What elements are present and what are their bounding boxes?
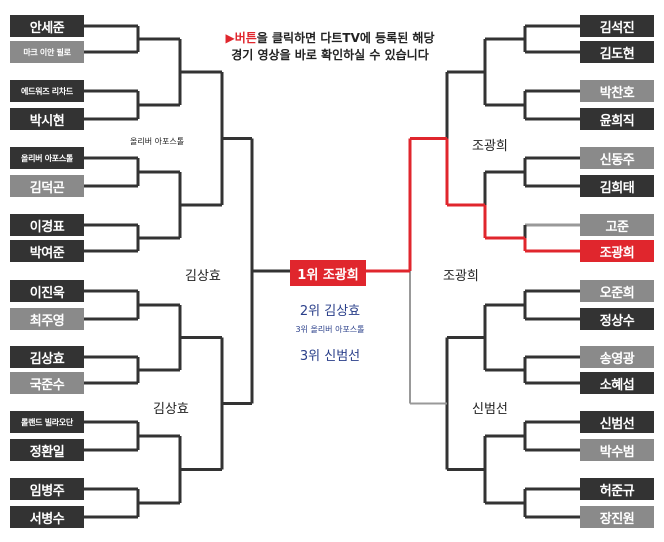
third-place-a: 3위 올리버 아포스톨 bbox=[295, 325, 365, 334]
player-right-15[interactable]: 허준규 bbox=[580, 478, 654, 500]
player-right-8[interactable]: 조광희 bbox=[580, 240, 654, 262]
player-right-3[interactable]: 박찬호 bbox=[580, 80, 654, 102]
player-right-9[interactable]: 오준희 bbox=[580, 280, 654, 302]
player-left-10[interactable]: 최주영 bbox=[10, 308, 84, 330]
player-right-2[interactable]: 김도현 bbox=[580, 41, 654, 63]
play-arrow-icon: ▶ bbox=[225, 31, 235, 45]
second-place: 2위 김상효 bbox=[299, 304, 361, 319]
right-qf-bottom-winner: 신범선 bbox=[472, 402, 508, 417]
player-right-11[interactable]: 송영광 bbox=[580, 346, 654, 368]
player-right-12[interactable]: 소혜섭 bbox=[580, 372, 654, 394]
player-right-10[interactable]: 정상수 bbox=[580, 308, 654, 330]
left-semi-top-winner: 김상효 bbox=[185, 269, 221, 284]
right-qf-top-winner: 조광희 bbox=[472, 139, 508, 154]
player-left-15[interactable]: 임병주 bbox=[10, 478, 84, 500]
player-left-7[interactable]: 이경표 bbox=[10, 214, 84, 236]
player-right-13[interactable]: 신범선 bbox=[580, 411, 654, 433]
player-left-2[interactable]: 마크 이안 필로 bbox=[10, 41, 84, 63]
player-left-16[interactable]: 서병수 bbox=[10, 506, 84, 528]
left-qf-top-winner: 올리버 아포스톨 bbox=[130, 137, 185, 146]
player-left-9[interactable]: 이진욱 bbox=[10, 280, 84, 302]
notice-button-word: 버튼 bbox=[234, 31, 257, 45]
third-place-b: 3위 신범선 bbox=[299, 349, 361, 364]
player-right-14[interactable]: 박수범 bbox=[580, 439, 654, 461]
player-left-12[interactable]: 국준수 bbox=[10, 372, 84, 394]
player-left-14[interactable]: 정환일 bbox=[10, 439, 84, 461]
player-right-5[interactable]: 신동주 bbox=[580, 147, 654, 169]
player-right-16[interactable]: 장진원 bbox=[580, 506, 654, 528]
player-left-8[interactable]: 박여준 bbox=[10, 240, 84, 262]
notice-line-1-text: 을 클릭하면 다트TV에 등록된 해당 bbox=[256, 31, 435, 45]
player-right-7[interactable]: 고준 bbox=[580, 214, 654, 236]
player-left-6[interactable]: 김덕곤 bbox=[10, 175, 84, 197]
player-right-1[interactable]: 김석진 bbox=[580, 15, 654, 37]
player-left-1[interactable]: 안세준 bbox=[10, 15, 84, 37]
right-semi-winner: 조광희 bbox=[443, 269, 479, 284]
player-right-4[interactable]: 윤희직 bbox=[580, 108, 654, 130]
left-qf-bottom-winner: 김상효 bbox=[153, 402, 189, 417]
video-notice: ▶버튼을 클릭하면 다트TV에 등록된 해당 경기 영상을 바로 확인하실 수 … bbox=[180, 30, 480, 64]
player-left-5[interactable]: 올리버 아포스톨 bbox=[10, 147, 84, 169]
player-left-11[interactable]: 김상효 bbox=[10, 346, 84, 368]
notice-line-1: ▶버튼을 클릭하면 다트TV에 등록된 해당 bbox=[180, 30, 480, 47]
notice-line-2: 경기 영상을 바로 확인하실 수 있습니다 bbox=[231, 48, 429, 62]
player-left-4[interactable]: 박시현 bbox=[10, 108, 84, 130]
player-right-6[interactable]: 김희태 bbox=[580, 175, 654, 197]
player-left-13[interactable]: 롤랜드 빌라오단 bbox=[10, 411, 84, 433]
lines-layer bbox=[84, 24, 580, 519]
champion-badge[interactable]: 1위 조광희 bbox=[290, 260, 366, 286]
player-left-3[interactable]: 에드워즈 리차드 bbox=[10, 80, 84, 102]
